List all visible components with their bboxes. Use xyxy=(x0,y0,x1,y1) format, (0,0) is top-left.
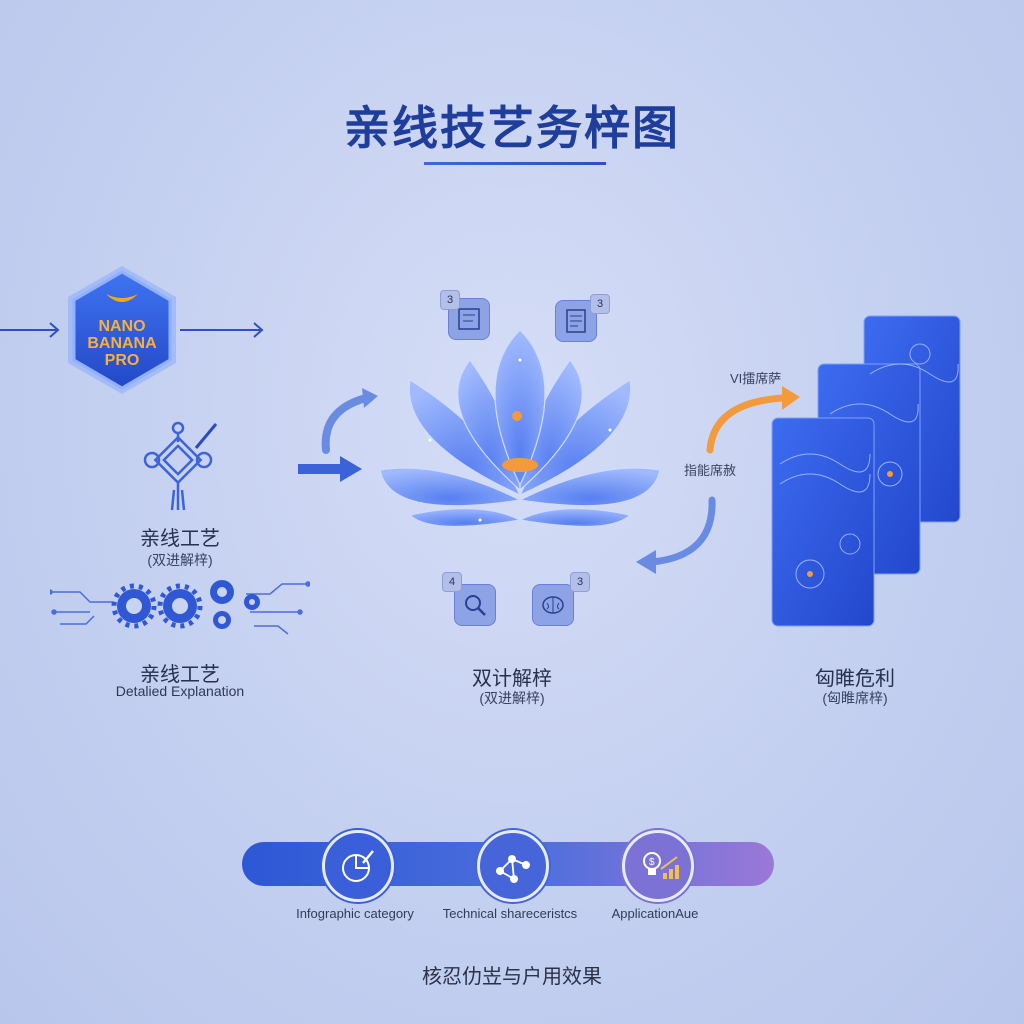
lotus-flower-illustration xyxy=(379,329,661,528)
banana-icon xyxy=(106,294,138,302)
curved-arrow-in xyxy=(298,388,378,482)
stage-1-label: Infographic category xyxy=(296,906,414,921)
center-label: 双计解梓 xyxy=(472,668,552,690)
stage-3-button[interactable]: $ xyxy=(622,830,694,902)
chinese-knot-icon xyxy=(143,421,218,511)
application-cards[interactable] xyxy=(770,314,966,630)
page-title: 亲线技艺务梓图 xyxy=(344,102,680,154)
blue-return-arrow xyxy=(636,496,716,574)
detailed-explanation-label: Detalied Explanation xyxy=(115,683,245,699)
svg-text:$: $ xyxy=(649,857,655,868)
right-top-label: VI擂席萨 xyxy=(730,371,782,386)
orange-curved-arrow xyxy=(706,386,800,454)
knot-craft-detail-label: 亲线工艺 xyxy=(140,664,220,686)
footer-caption: 核忍仂岦与户用效果 xyxy=(422,966,602,988)
logo-outgoing-arrow xyxy=(180,322,264,338)
gears-circuit-icon xyxy=(50,580,310,635)
step-badge: 3 xyxy=(440,290,460,310)
stage-2-button[interactable] xyxy=(477,830,549,902)
knot-craft-sublabel: (双进解梓) xyxy=(147,552,213,568)
brain-icon[interactable] xyxy=(532,584,574,626)
center-sublabel: (双进解梓) xyxy=(479,690,545,706)
stage-2-label: Technical shareceristcs xyxy=(442,906,578,921)
title-underline xyxy=(424,162,606,165)
magnifier-icon[interactable] xyxy=(454,584,496,626)
step-badge: 4 xyxy=(442,572,462,592)
right-sublabel: (匈睢席梓) xyxy=(822,690,888,706)
lightbulb-growth-icon: $ xyxy=(643,852,679,879)
right-mid-label: 指能席赦 xyxy=(684,463,737,478)
left-incoming-arrow xyxy=(0,322,60,338)
logo-text: NANO BANANA PRO xyxy=(87,318,157,369)
right-label: 匈睢危利 xyxy=(815,668,895,690)
nano-banana-pro-logo[interactable] xyxy=(62,262,182,398)
step-badge: 3 xyxy=(570,572,590,592)
network-nodes-icon xyxy=(496,855,530,883)
stage-1-button[interactable] xyxy=(322,830,394,902)
stage-3-label: ApplicationAue xyxy=(611,906,699,921)
step-badge: 3 xyxy=(590,294,610,314)
knot-craft-label: 亲线工艺 xyxy=(140,528,220,550)
chart-pen-icon xyxy=(342,850,374,882)
